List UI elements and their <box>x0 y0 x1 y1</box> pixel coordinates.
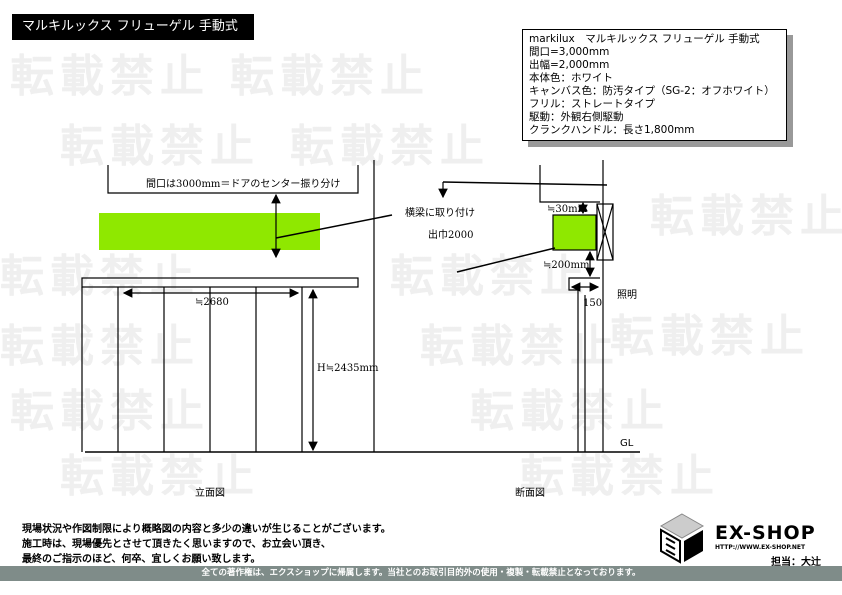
projection-label: 出巾2000 <box>428 230 474 241</box>
gap-top-dimension: ≒30mm <box>547 204 588 215</box>
watermark: 転載禁止 <box>10 375 210 439</box>
watermark: 転載禁止 <box>0 310 200 374</box>
brand-url: HTTP://WWW.EX-SHOP.NET <box>715 544 806 551</box>
note-line: 現場状況や作図制限により概略図の内容と多少の違いが生じることがございます。 <box>22 524 391 535</box>
watermark: 転載禁止 <box>470 375 670 439</box>
spec-line: クランクハンドル：長さ1,800mm <box>529 124 695 136</box>
height-dimension: H≒2435mm <box>317 363 379 374</box>
awning-front <box>99 213 320 250</box>
copyright-bar: 全ての著作権は、エクスショップに帰属します。当社とのお取引目的外の使用・複製・転… <box>0 566 842 581</box>
gap-bottom-dimension: ≒200mm <box>543 260 590 271</box>
watermark: 転載禁止 <box>290 110 490 174</box>
watermark: 転載禁止 <box>60 110 260 174</box>
page-title: マルキルックス フリューゲル 手動式 <box>12 14 254 40</box>
note-line: 最終のご指示のほど、何卒、宜しくお願い致します。 <box>22 554 261 565</box>
wall-opening <box>107 165 359 194</box>
staff-name: 担当：大辻 <box>771 557 821 568</box>
watermark: 転載禁止 <box>390 240 590 304</box>
opening-note: 間口は3000mm＝ドアのセンター振り分け <box>146 179 341 190</box>
cube-logo-icon <box>659 513 705 564</box>
light-label: 照明 <box>617 290 637 301</box>
beam <box>81 277 359 288</box>
watermark: 転載禁止 <box>60 440 260 504</box>
spec-line: 出幅=2,000mm <box>529 59 610 71</box>
front-view-label: 立面図 <box>195 488 225 499</box>
watermark: 転載禁止 <box>420 310 620 374</box>
note-line: 施工時は、現場優先とさせて頂きたく思いますので、お立会い頂き、 <box>22 539 331 550</box>
light-fixture <box>568 277 600 452</box>
spec-box: markilux マルキルックス フリューゲル 手動式 間口=3,000mm 出… <box>522 29 787 141</box>
spec-line: フリル：ストレートタイプ <box>529 98 655 110</box>
spec-line: 間口=3,000mm <box>529 46 610 58</box>
watermark: 転載禁止 <box>520 440 720 504</box>
brand-name: EX-SHOP <box>715 522 816 544</box>
spec-line: 駆動：外観右側駆動 <box>529 111 624 123</box>
notes: 現場状況や作図制限により概略図の内容と多少の違いが生じることがございます。 施工… <box>22 522 391 567</box>
spec-line: キャンバス色：防汚タイプ（SG-2：オフホワイト） <box>529 85 775 97</box>
watermark: 転載禁止 <box>10 40 210 104</box>
watermark: 転載禁止 <box>610 300 810 364</box>
mount-note: 横梁に取り付け <box>405 208 475 219</box>
spec-line: 本体色：ホワイト <box>529 72 613 84</box>
ground-label: GL <box>620 438 634 449</box>
awning-section <box>552 214 597 251</box>
light-offset-dimension: 150 <box>583 298 603 309</box>
spec-line: markilux マルキルックス フリューゲル 手動式 <box>529 33 760 45</box>
watermark: 転載禁止 <box>650 180 842 244</box>
width-dimension: ≒2680 <box>195 297 229 308</box>
ex-shop-logo: EX-SHOP HTTP://WWW.EX-SHOP.NET 担当：大辻 <box>655 512 825 568</box>
housing <box>596 203 614 261</box>
watermark: 転載禁止 <box>230 40 430 104</box>
section-view-label: 断面図 <box>515 488 545 499</box>
